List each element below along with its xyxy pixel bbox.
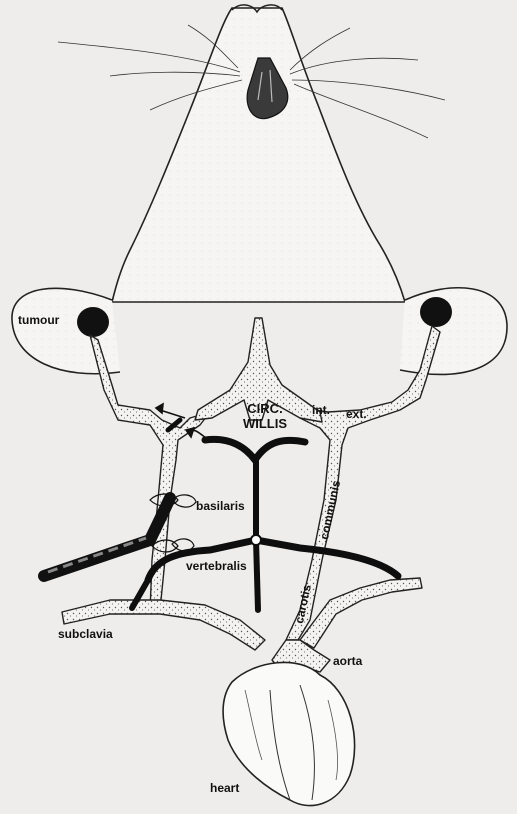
label-ext: ext.	[346, 408, 367, 420]
catheter	[44, 498, 170, 576]
label-int: int.	[312, 404, 330, 416]
label-circ: CIRC.	[247, 401, 282, 416]
label-circ-willis: CIRC. WILLIS	[235, 402, 295, 432]
label-aorta: aorta	[333, 655, 362, 667]
junction-marker	[251, 535, 261, 545]
heart-illustration	[223, 662, 355, 805]
label-vertebralis: vertebralis	[186, 560, 247, 572]
label-basilaris: basilaris	[196, 500, 245, 512]
label-tumour: tumour	[18, 314, 59, 326]
label-heart: heart	[210, 782, 239, 794]
label-willis: WILLIS	[243, 416, 287, 431]
rat-head	[112, 5, 405, 302]
label-subclavia: subclavia	[58, 628, 113, 640]
